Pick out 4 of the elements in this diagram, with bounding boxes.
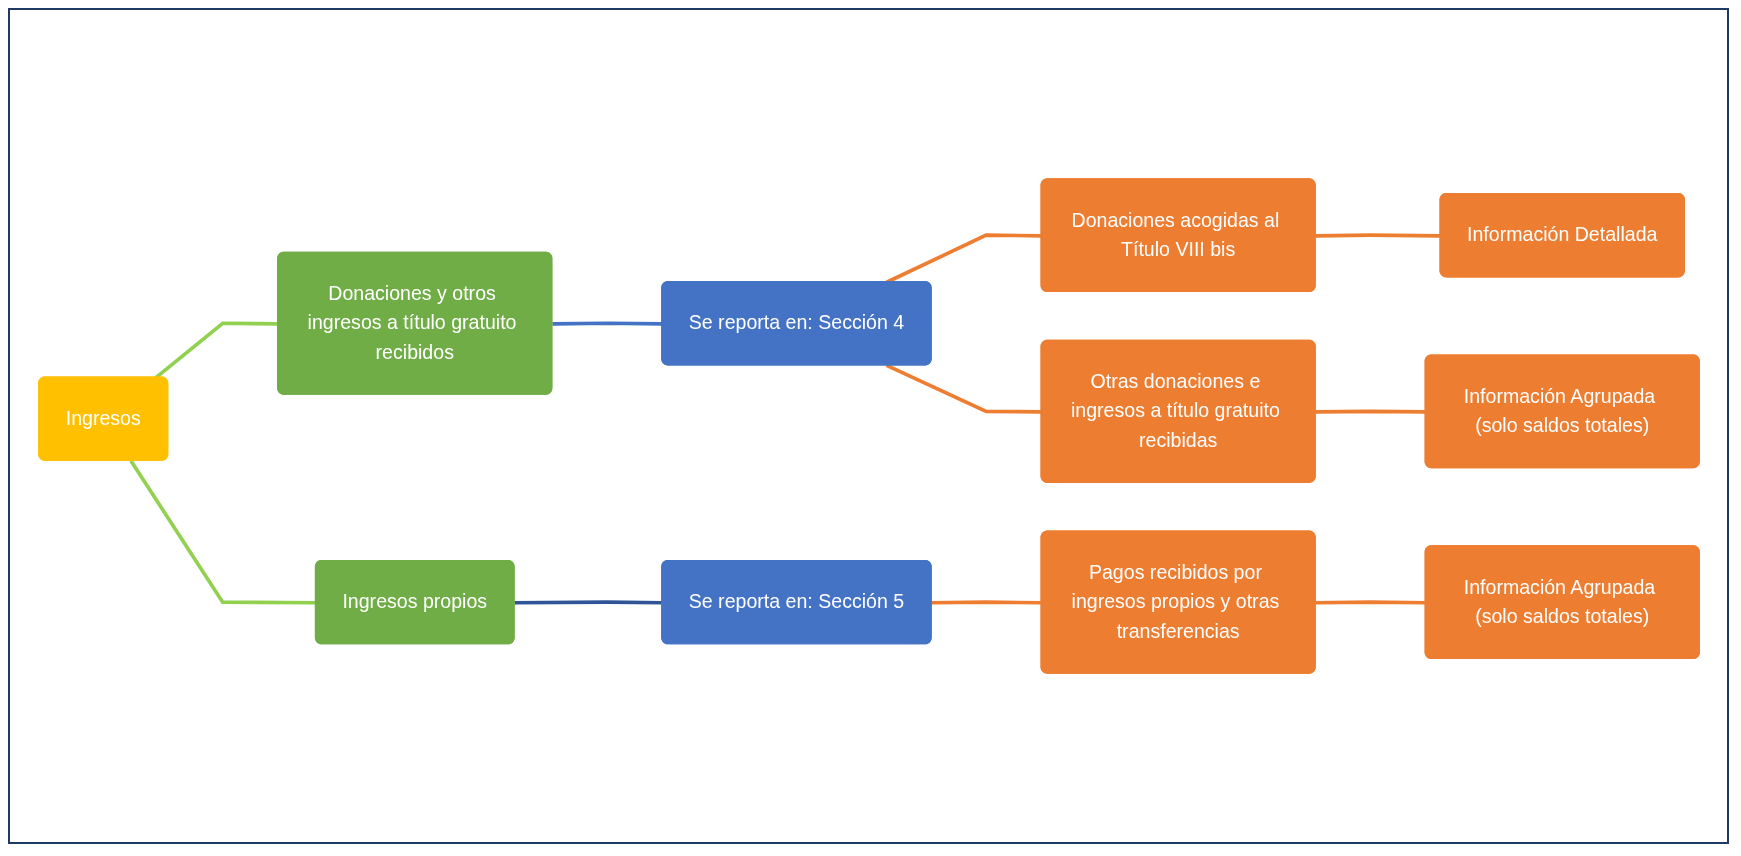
diagram-frame: Ingresos Donaciones y otros ingresos a título gratuito recibidos Ingresos propios Se reporta en: Sección 4 Se reporta en: Sección 5 Donaciones acogidas al Título VIII bis Otras donaciones e ingresos a título gratuito recibidas Información Detallada Información Agrupada (solo saldos totales) Pagos recibidos por ingresos propios y otras transferencias Información Agrupada (solo saldos totales)	[8, 8, 1729, 844]
connector	[551, 321, 662, 326]
connector	[128, 459, 316, 605]
connector	[514, 600, 662, 605]
